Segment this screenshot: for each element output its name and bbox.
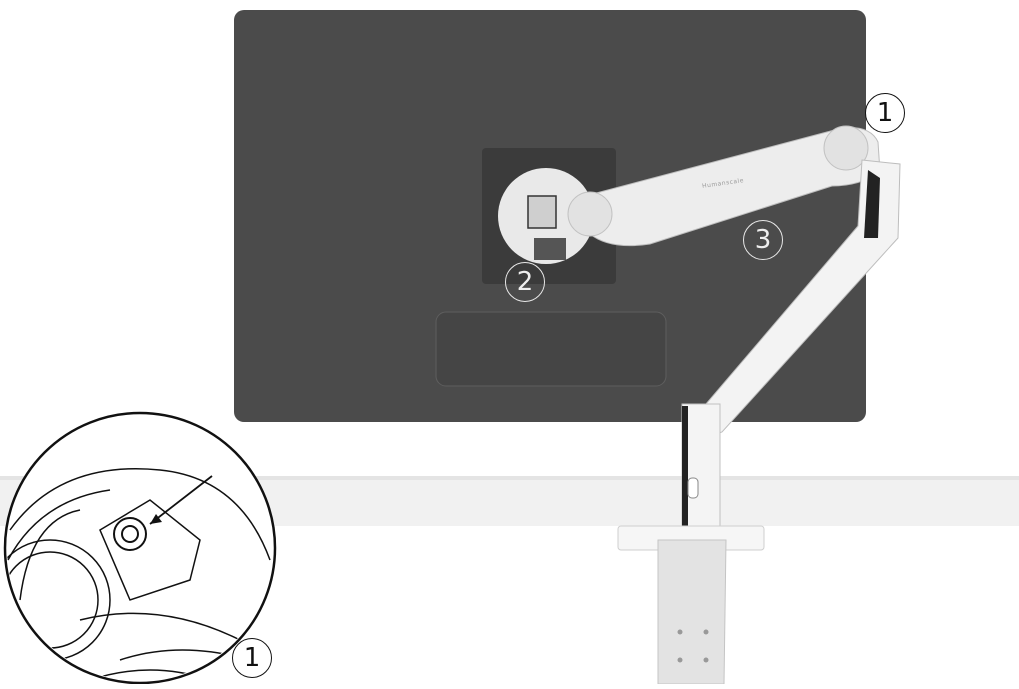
callout-2-mount-plate: 2 [505, 262, 545, 302]
callout-3-upper-arm: 3 [743, 220, 783, 260]
desk-clamp-stem [658, 540, 726, 684]
monitor-handle-recess [436, 312, 666, 386]
detail-inset [0, 413, 275, 683]
callout-1-detail-pivot: 1 [232, 638, 272, 678]
callout-1-arm-pivot: 1 [865, 93, 905, 133]
